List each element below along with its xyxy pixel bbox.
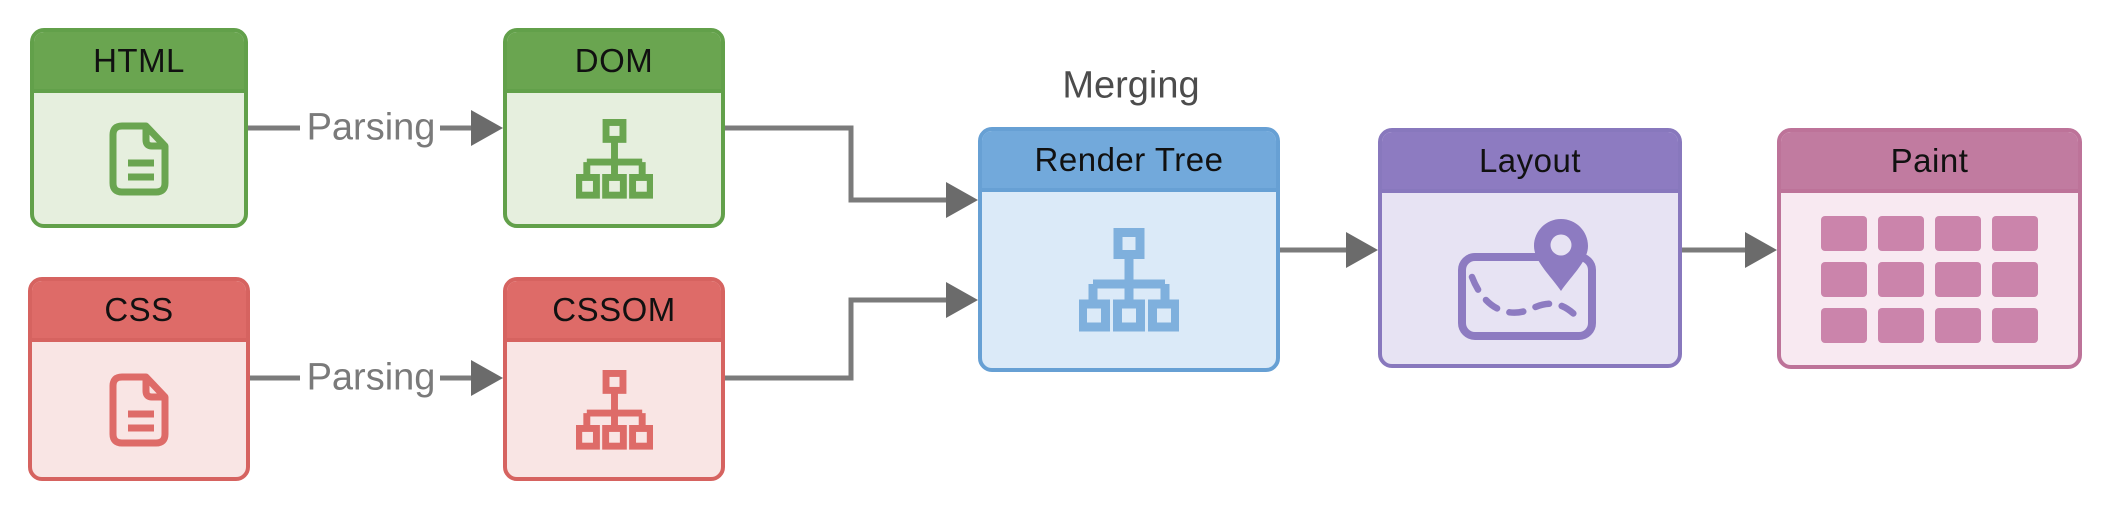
parsing-label-html-dom: Parsing — [306, 106, 436, 149]
node-title: CSS — [32, 281, 246, 342]
edge-dom-to-render-tree — [725, 125, 978, 218]
document-icon — [109, 373, 169, 446]
node-layout: Layout — [1378, 128, 1682, 368]
tile-grid-icon — [1821, 215, 2038, 343]
arrowhead-icon — [471, 360, 503, 396]
map-route-pin-icon — [1458, 218, 1596, 340]
node-title: Render Tree — [982, 131, 1276, 192]
node-title: DOM — [507, 32, 721, 93]
document-icon — [109, 122, 169, 195]
edge-css-to-cssom — [249, 360, 503, 396]
arrowhead-icon — [1346, 232, 1378, 268]
sitemap-tree-icon — [575, 369, 653, 450]
node-paint: Paint — [1777, 128, 2082, 369]
arrowhead-icon — [1745, 232, 1777, 268]
edge-cssom-to-render-tree — [725, 282, 978, 381]
node-dom: DOM — [503, 28, 725, 228]
arrowhead-icon — [946, 182, 978, 218]
sitemap-tree-icon — [1079, 228, 1179, 332]
merging-label: Merging — [1062, 64, 1200, 107]
node-title: Layout — [1382, 132, 1678, 193]
sitemap-tree-icon — [575, 118, 653, 199]
node-title: HTML — [34, 32, 244, 93]
edge-layout-to-paint — [1682, 232, 1777, 268]
arrowhead-icon — [471, 110, 503, 146]
arrowhead-icon — [946, 282, 978, 318]
node-html: HTML — [30, 28, 248, 228]
edge-render-tree-to-layout — [1280, 232, 1378, 268]
parsing-label-css-cssom: Parsing — [306, 356, 436, 399]
node-title: CSSOM — [507, 281, 721, 342]
node-cssom: CSSOM — [503, 277, 725, 481]
node-css: CSS — [28, 277, 250, 481]
node-render-tree: Render Tree — [978, 127, 1280, 372]
node-title: Paint — [1781, 132, 2078, 193]
edge-html-to-dom — [247, 110, 503, 146]
